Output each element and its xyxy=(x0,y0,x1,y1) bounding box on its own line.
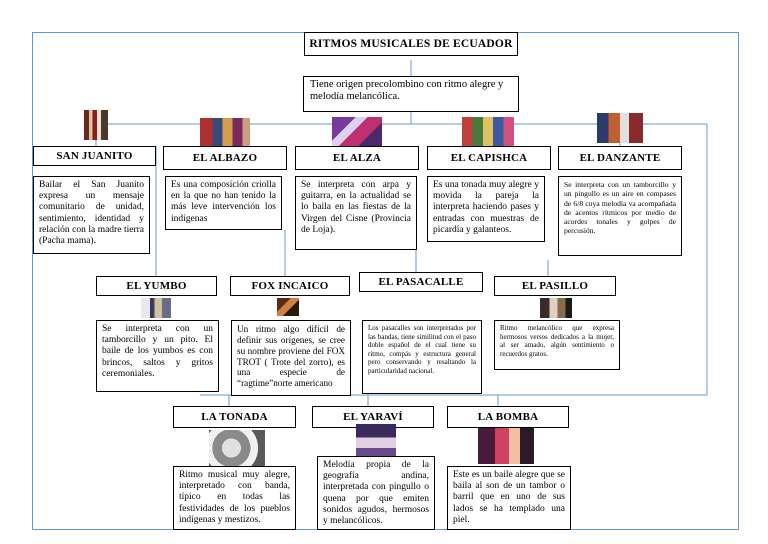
bomba-description: Este es un baile alegre que se baila al … xyxy=(447,466,571,530)
fox-incaico-title: FOX INCAICO xyxy=(230,276,350,296)
fox-incaico-photo xyxy=(277,298,299,316)
yumbo-description: Se interpreta con un tamborcillo y un pi… xyxy=(96,320,219,392)
pasillo-title: EL PASILLO xyxy=(494,276,616,296)
danzante-photo xyxy=(597,113,643,143)
albazo-description: Es una composición criolla en la que no … xyxy=(165,176,282,230)
capishca-photo xyxy=(462,117,514,146)
tonada-photo xyxy=(209,430,265,466)
pasacalle-title: EL PASACALLE xyxy=(359,272,483,292)
alza-description: Se interpreta con arpa y guitarra, en la… xyxy=(295,176,417,250)
tonada-title: LA TONADA xyxy=(173,406,296,428)
alza-photo xyxy=(332,117,382,146)
capishca-description: Es una tonada muy alegre y movida la par… xyxy=(427,176,545,242)
yaravi-description: Melodía propia de la geografía andina, i… xyxy=(317,456,435,530)
root-origin: Tiene origen precolombino con ritmo aleg… xyxy=(303,76,519,112)
yumbo-photo xyxy=(141,298,171,318)
alza-title: EL ALZA xyxy=(295,146,419,170)
yaravi-title: EL YARAVÍ xyxy=(312,406,434,428)
tonada-description: Ritmo musical muy alegre, interpretado c… xyxy=(173,466,296,530)
yaravi-photo xyxy=(356,424,396,458)
danzante-title: EL DANZANTE xyxy=(558,146,682,170)
albazo-title: EL ALBAZO xyxy=(163,146,287,170)
yumbo-title: EL YUMBO xyxy=(96,276,217,296)
san-juanito-description: Bailar el San Juanito expresa un mensaje… xyxy=(33,176,150,254)
pasacalle-description: Los pasacalles son interpretados por las… xyxy=(362,320,482,394)
pasillo-description: Ritmo melancólico que expresa hermosos v… xyxy=(494,320,620,370)
san-juanito-title: SAN JUANITO xyxy=(33,146,156,166)
fox-incaico-description: Un ritmo algo difícil de definir sus orí… xyxy=(231,320,351,396)
bomba-photo xyxy=(478,428,534,464)
san-juanito-photo xyxy=(84,110,108,140)
danzante-description: Se interpreta con un tamborcillo y un pi… xyxy=(558,176,682,256)
bomba-title: LA BOMBA xyxy=(447,406,569,428)
pasillo-photo xyxy=(540,298,572,318)
capishca-title: EL CAPISHCA xyxy=(427,146,551,170)
albazo-photo xyxy=(200,118,250,146)
root-title: RITMOS MUSICALES DE ECUADOR xyxy=(304,32,518,56)
